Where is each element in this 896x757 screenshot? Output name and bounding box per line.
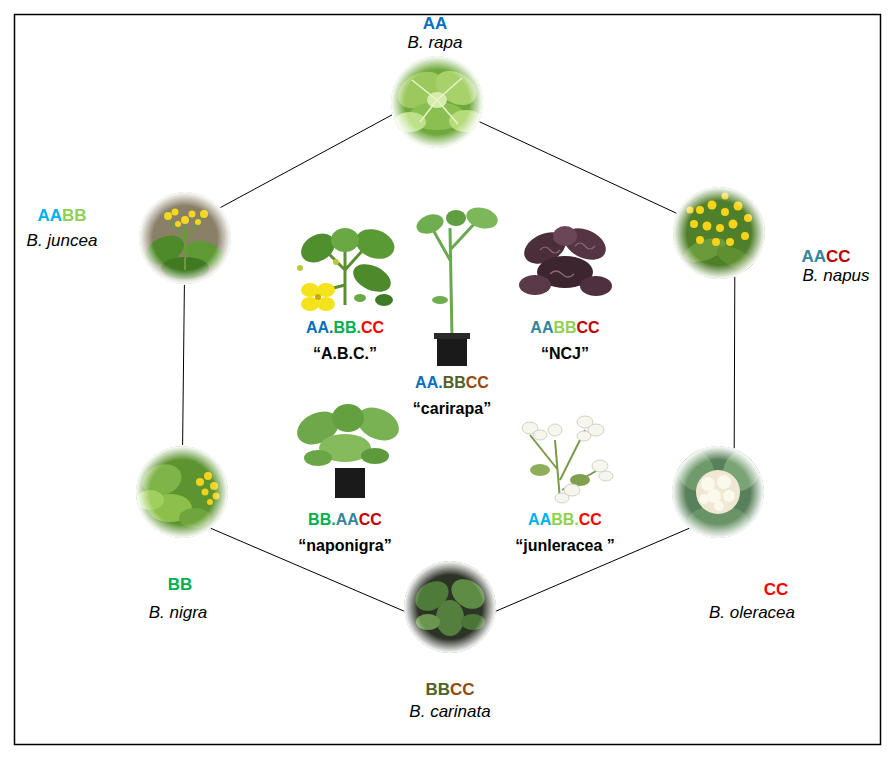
genome-label: AACC: [801, 246, 850, 268]
genome-letters: BB: [168, 575, 193, 594]
genome-letters: CC: [359, 511, 382, 528]
connector-line: [221, 115, 393, 208]
text-run: “carirapa”: [413, 400, 491, 417]
genome-letters: BB: [62, 206, 87, 225]
genome-letters: CC: [450, 680, 475, 699]
connector-line: [734, 277, 736, 448]
species-circle: BBB. nigra: [140, 450, 224, 534]
genome-letters: CC: [826, 247, 851, 266]
genome-letters: CC: [577, 319, 600, 336]
genome-letters: AA: [336, 511, 359, 528]
hybrid-box: AABB.CC “junleracea ”: [485, 410, 645, 559]
genome-letters: AA.: [306, 319, 334, 336]
hybrid-name: “junleracea ”: [485, 533, 645, 559]
genome-letters: AA: [37, 206, 62, 225]
genome-label: AABB: [37, 205, 86, 227]
hybrid-name: “NCJ”: [485, 341, 645, 367]
genome-letters: BB: [443, 374, 466, 391]
text-run: “NCJ”: [541, 345, 589, 362]
hybrid-name: “carirapa”: [372, 396, 532, 422]
connector-line: [183, 285, 185, 445]
abc-photo: [296, 224, 399, 311]
genome-letters: AA: [423, 14, 448, 33]
text-run: AA.BB.CC: [306, 319, 384, 336]
text-run: AA.BBCC: [415, 374, 489, 391]
genome-letters: CC: [361, 319, 384, 336]
genome-label: AA.BBCC: [372, 370, 532, 396]
napus-photo: [673, 187, 765, 279]
species-circle: BBCCB. carinata: [408, 565, 492, 649]
genome-label: BB: [168, 574, 193, 596]
text-run: BB.AACC: [308, 511, 382, 528]
genome-letters: CC: [466, 374, 489, 391]
junleracea-photo: [522, 416, 613, 503]
genome-label: AABBCC: [485, 315, 645, 341]
species-circle: CCB. oleracea: [676, 450, 760, 534]
genome-letters: CC: [764, 580, 789, 599]
text-run: “junleracea ”: [515, 537, 615, 554]
species-circle: AACCB. napus: [677, 191, 761, 275]
species-circle: AABBB. juncea: [143, 196, 227, 280]
connector-line: [496, 528, 689, 611]
genome-label: AA: [423, 13, 448, 35]
hybrid-box: AA.BB.CC “A.B.C.”: [265, 225, 425, 367]
text-run: AABB.CC: [528, 511, 602, 528]
nigra-photo: [136, 446, 228, 538]
species-name: B. carinata: [409, 701, 490, 723]
genome-label: BB.AACC: [265, 507, 425, 533]
genome-label: BBCC: [425, 679, 474, 701]
genome-letters: BB.: [333, 319, 361, 336]
species-name: B. napus: [802, 265, 869, 287]
genome-letters: CC: [579, 511, 602, 528]
genome-letters: BB: [553, 319, 576, 336]
hybrid-name: “A.B.C.”: [265, 341, 425, 367]
hybrid-box: AA.BBCC “carirapa”: [372, 210, 532, 422]
naponigra-photo: [292, 401, 405, 498]
connector-line: [480, 122, 677, 213]
frame: [15, 15, 881, 745]
species-name: B. rapa: [408, 32, 463, 54]
species-name: B. nigra: [149, 602, 208, 624]
genome-letters: BB.: [308, 511, 336, 528]
text-run: “naponigra”: [298, 537, 391, 554]
genome-letters: AA: [530, 319, 553, 336]
genome-letters: AA: [528, 511, 551, 528]
genome-label: AA.BB.CC: [265, 315, 425, 341]
text-run: AABBCC: [530, 319, 599, 336]
juncea-photo: [139, 192, 231, 284]
connector-line: [211, 528, 404, 611]
genome-label: AABB.CC: [485, 507, 645, 533]
genome-letters: AA.: [415, 374, 443, 391]
species-circle: AAB. rapa: [395, 60, 479, 144]
species-name: B. juncea: [27, 230, 98, 252]
hybrid-box: AABBCC “NCJ”: [485, 225, 645, 367]
ncj-photo: [519, 222, 612, 296]
carinata-photo: [404, 561, 496, 653]
hybrid-box: BB.AACC “naponigra”: [265, 400, 425, 559]
genome-label: CC: [764, 579, 789, 601]
carirapa-photo: [414, 204, 500, 366]
oleracea-photo: [668, 442, 768, 538]
rapa-photo: [391, 56, 483, 148]
text-run: “A.B.C.”: [313, 345, 377, 362]
genome-letters: AA: [801, 247, 826, 266]
hybrid-name: “naponigra”: [265, 533, 425, 559]
genome-letters: BB: [425, 680, 450, 699]
species-name: B. oleracea: [709, 602, 795, 624]
genome-letters: BB.: [551, 511, 579, 528]
